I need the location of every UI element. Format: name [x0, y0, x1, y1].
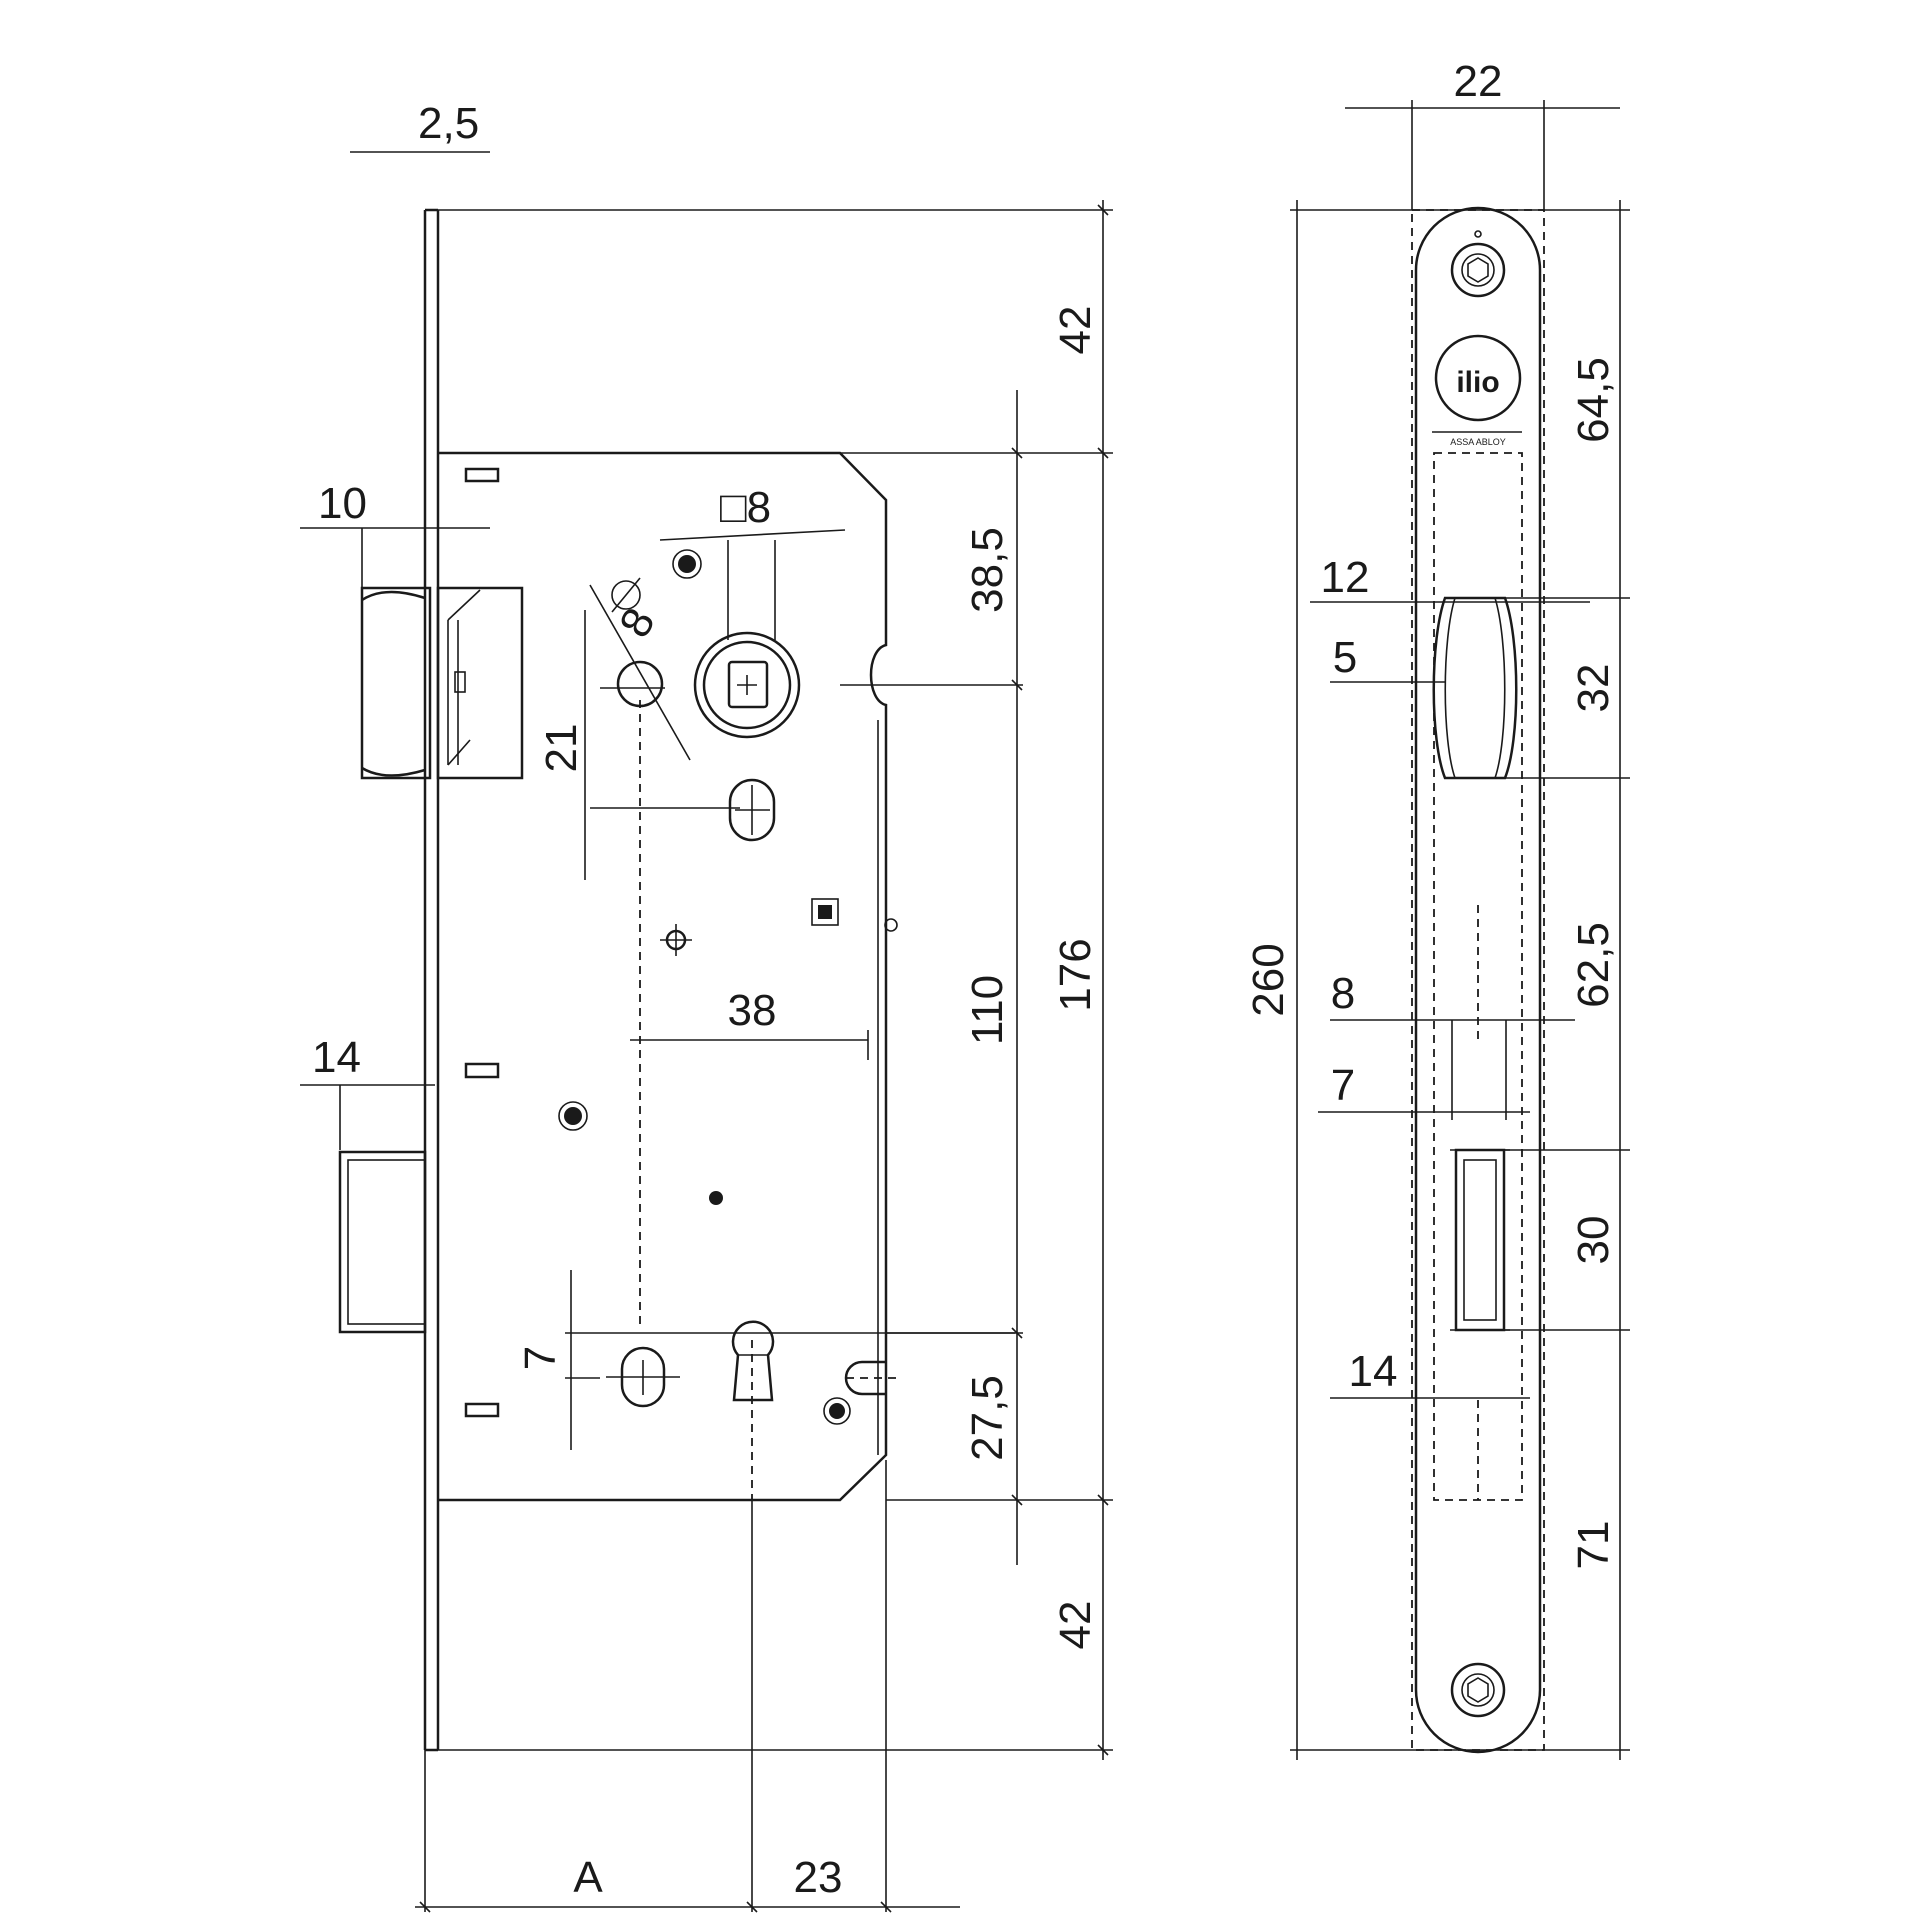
dim-bolt-height: 30 — [1569, 1216, 1618, 1265]
rivet — [709, 1191, 723, 1205]
dim-faceplate-width: 22 — [1454, 57, 1503, 106]
logo-text: ilio — [1456, 366, 1499, 399]
follower-spindle-hub — [693, 631, 801, 739]
logo-subtitle: ASSA ABLOY — [1450, 437, 1506, 447]
dim-fixing-spacing: 38 — [728, 986, 777, 1035]
dim-key-to-case-bottom: 27,5 — [963, 1375, 1012, 1461]
bolt-opening — [1450, 1148, 1510, 1332]
dim-case-width: 14 — [1349, 1347, 1398, 1396]
dim-top-to-latch: 64,5 — [1569, 357, 1618, 443]
rivet — [678, 555, 696, 573]
front-view: ilio ASSA ABLOY — [1244, 57, 1630, 1760]
dim-key-hole-offset: 7 — [516, 1346, 565, 1370]
brand-logo: ilio ASSA ABLOY — [1432, 334, 1522, 447]
screw-slot — [728, 778, 776, 842]
dim-latch-projection: 10 — [318, 479, 367, 528]
lock-case — [438, 451, 888, 1502]
dim-overall-height: 260 — [1244, 943, 1293, 1016]
dim-case-to-follower: 38,5 — [963, 527, 1012, 613]
front-faceplate — [1414, 206, 1542, 1754]
side-view: 2,5 10 14 42 38,5 110 176 27,5 42 A 23 □… — [300, 99, 1113, 1913]
dim-latch-inset: 5 — [1333, 633, 1357, 682]
dim-bolt-to-end: 71 — [1569, 1521, 1618, 1570]
dim-bolt-inset: 7 — [1331, 1061, 1355, 1110]
rivet — [829, 1403, 845, 1419]
faceplate-slot — [464, 467, 500, 483]
dim-faceplate-thickness: 2,5 — [418, 99, 479, 148]
rivet — [564, 1107, 582, 1125]
dim-follower-to-key: 110 — [963, 975, 1012, 1045]
dim-bolt-width: 8 — [1331, 969, 1355, 1018]
dim-backset: A — [573, 1853, 603, 1902]
dim-bolt-projection: 14 — [312, 1033, 361, 1082]
dim-hole-diameter: 8 — [610, 600, 665, 646]
dim-follower-square: □8 — [720, 483, 771, 532]
screw-bottom — [1450, 1662, 1506, 1718]
dim-key-to-case-edge: 23 — [794, 1853, 843, 1902]
dim-latch-height: 32 — [1569, 664, 1618, 713]
latch-opening — [1432, 596, 1518, 780]
screw-top — [1450, 230, 1506, 298]
faceplate-slot — [464, 1402, 500, 1418]
dim-hole-offset: 21 — [537, 724, 586, 773]
latch-bolt — [360, 586, 524, 780]
dim-latch-to-bolt: 62,5 — [1569, 922, 1618, 1008]
dim-top-to-case: 42 — [1051, 306, 1100, 355]
keyhole — [731, 1320, 775, 1402]
dim-case-bottom-to-end: 42 — [1051, 1601, 1100, 1650]
faceplate-slot — [464, 1062, 500, 1079]
faceplate — [423, 208, 440, 1752]
rivet — [818, 905, 832, 919]
dim-case-height: 176 — [1051, 938, 1100, 1011]
dim-latch-width: 12 — [1321, 553, 1370, 602]
dead-bolt — [338, 1150, 427, 1334]
